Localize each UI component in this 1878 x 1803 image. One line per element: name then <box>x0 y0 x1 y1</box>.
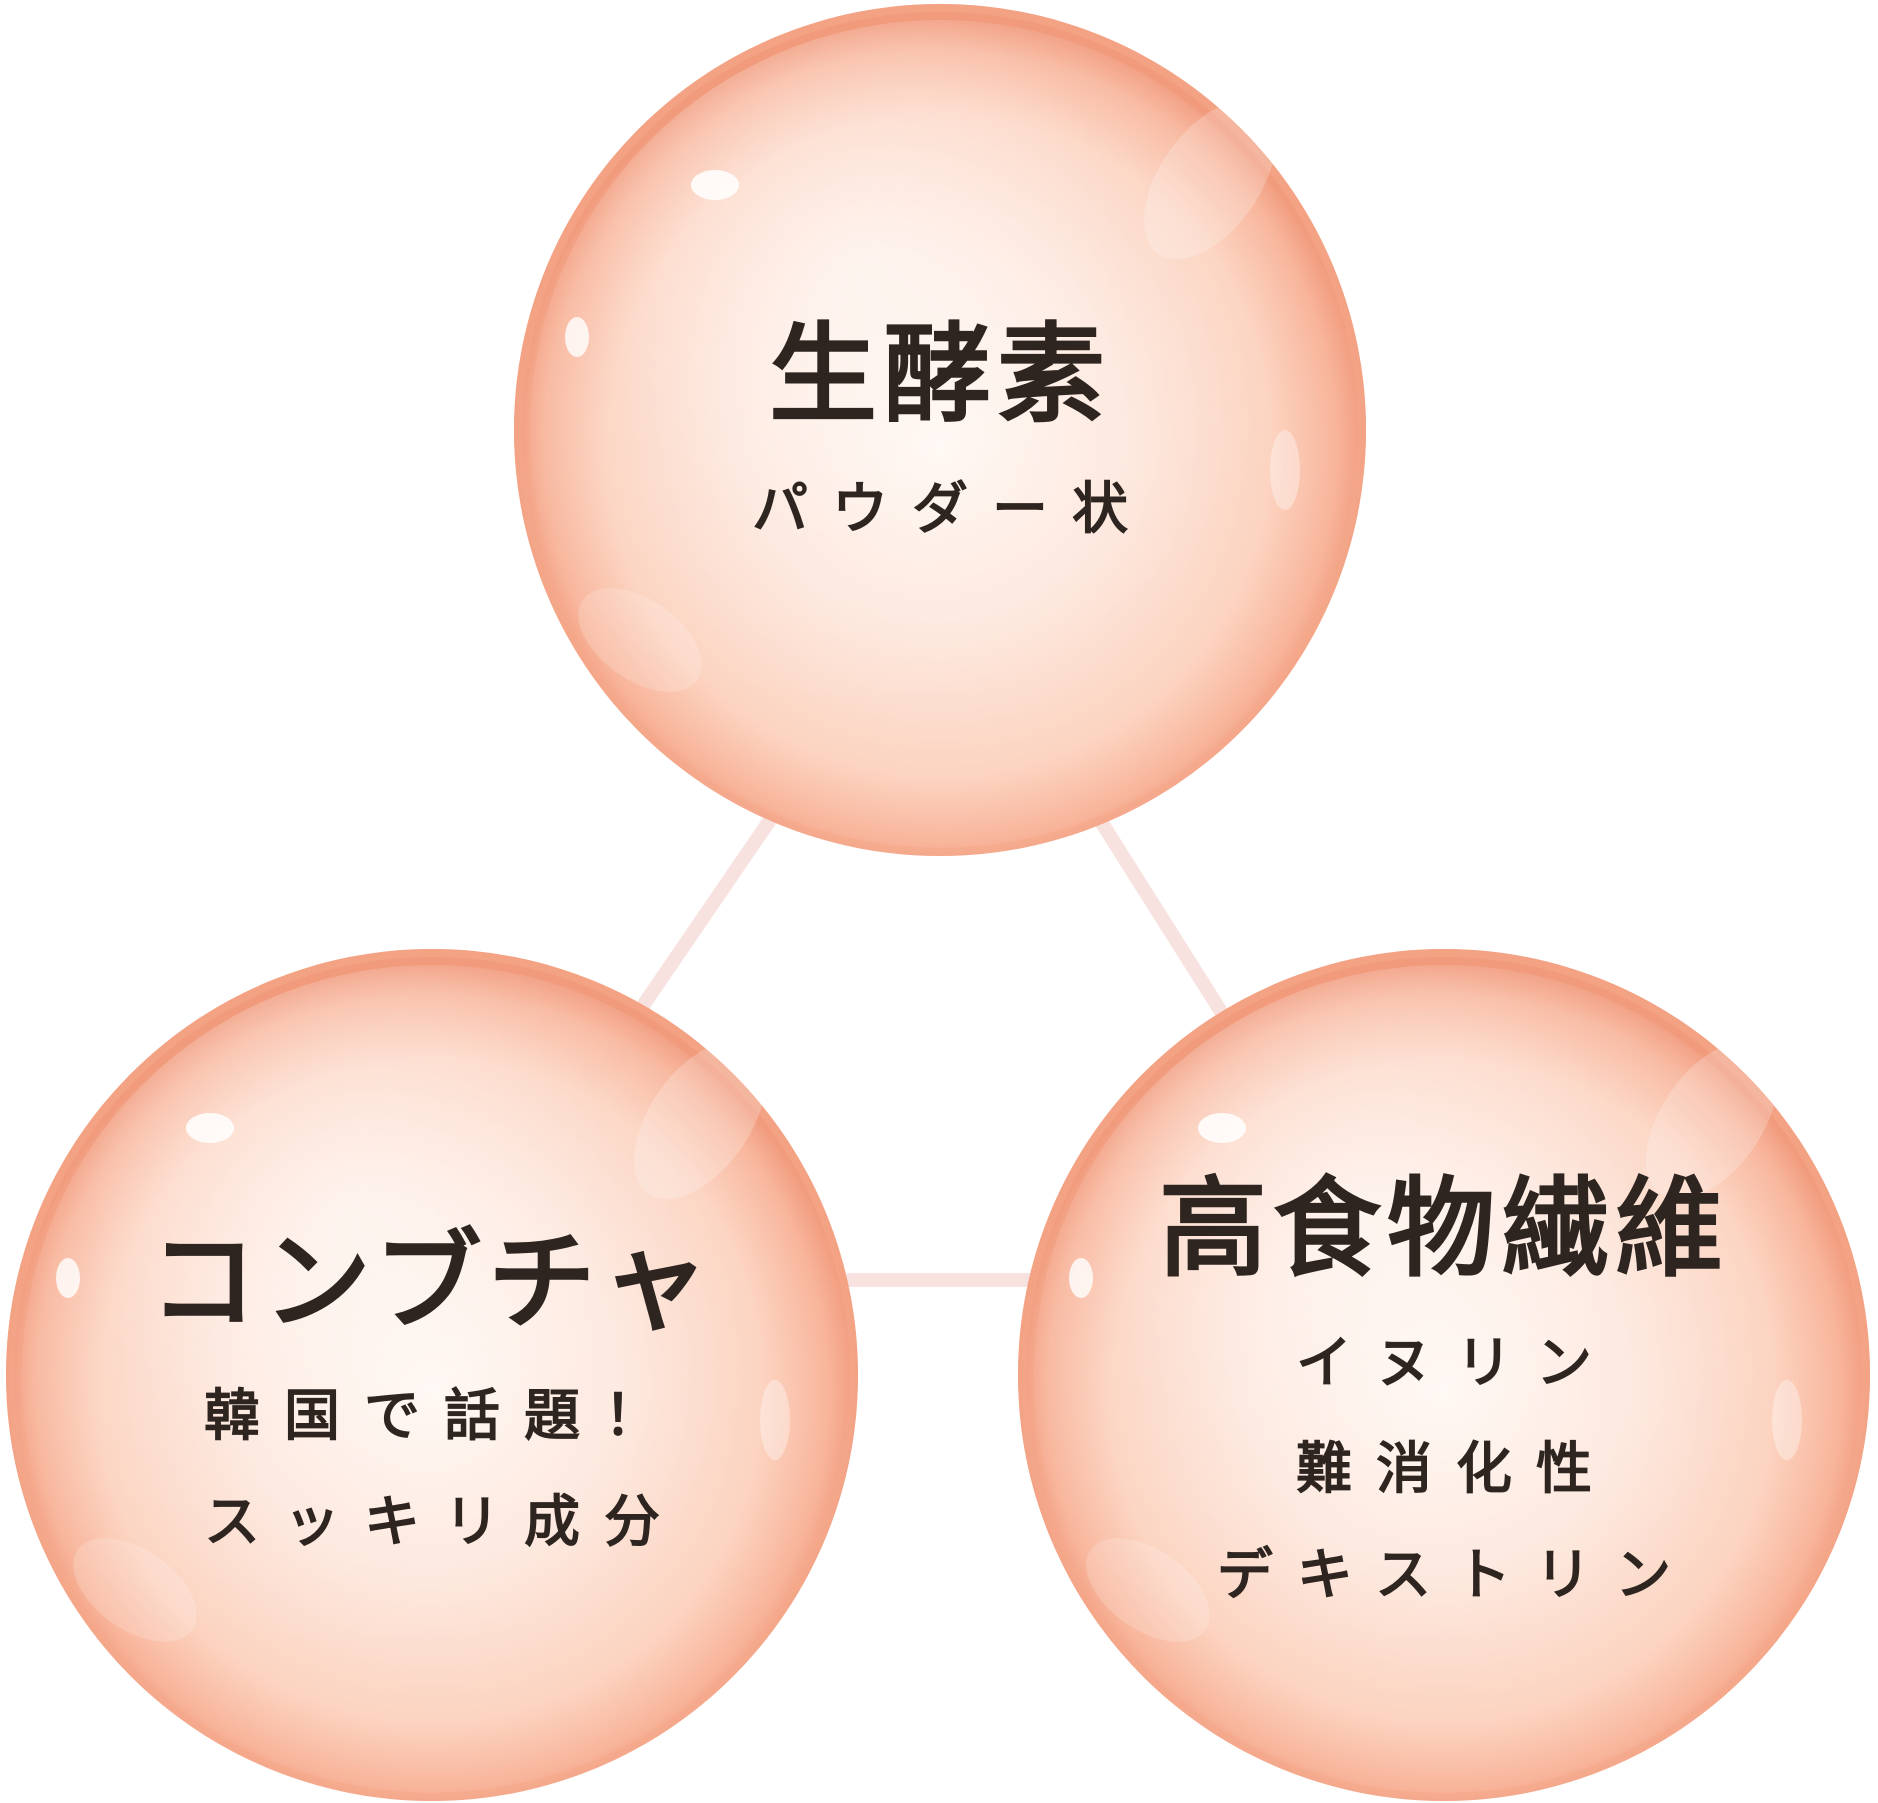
bubble-highlight <box>634 1040 766 1200</box>
bubble-right-lines: イヌリン 難消化性 デキストリン <box>1193 1311 1695 1629</box>
bubble-highlight <box>186 1113 234 1143</box>
bubble-highlight <box>1198 1113 1246 1143</box>
bubble-highlight <box>565 317 589 357</box>
connector-top-left <box>633 813 777 1017</box>
bubble-right-label: 高食物繊維 イヌリン 難消化性 デキストリン <box>1144 1160 1744 1640</box>
bubble-left <box>6 949 858 1801</box>
bubble-right-title: 高食物繊維 <box>1158 1166 1729 1292</box>
bubble-right-line: 難消化性 <box>1295 1437 1616 1503</box>
bubble-highlight <box>1144 100 1276 260</box>
bubble-highlight <box>56 1258 80 1298</box>
connector-top-right <box>1093 813 1227 1017</box>
bubble-highlight <box>1772 1380 1802 1460</box>
bubble-right-line: イヌリン <box>1295 1331 1616 1397</box>
bubble-right-line: デキストリン <box>1216 1543 1696 1609</box>
bubble-left-line: 韓国で話題！ <box>204 1384 684 1450</box>
bubble-highlight <box>73 1538 197 1642</box>
bubble-highlight <box>578 588 702 692</box>
bubble-top-lines: パウダー状 <box>728 457 1152 563</box>
bubble-highlight <box>1646 1040 1778 1200</box>
bubble-right <box>1018 949 1870 1801</box>
bubble-top-label: 生酵素 パウダー状 <box>640 290 1240 590</box>
bubble-highlight <box>760 1380 790 1460</box>
bubble-left-line: スッキリ成分 <box>204 1490 684 1556</box>
bubble-left-lines: 韓国で話題！ スッキリ成分 <box>180 1364 684 1576</box>
bubble-top-line: パウダー状 <box>752 477 1152 543</box>
bubble-top-title: 生酵素 <box>768 312 1111 438</box>
bubble-highlight <box>1069 1258 1093 1298</box>
bubble-top <box>514 4 1366 856</box>
bubble-left-title: コンブチャ <box>149 1219 715 1345</box>
bubble-highlight <box>691 170 739 200</box>
bubble-highlight <box>1270 430 1300 510</box>
bubble-left-label: コンブチャ 韓国で話題！ スッキリ成分 <box>132 1200 732 1600</box>
bubble-highlight <box>1086 1538 1210 1642</box>
